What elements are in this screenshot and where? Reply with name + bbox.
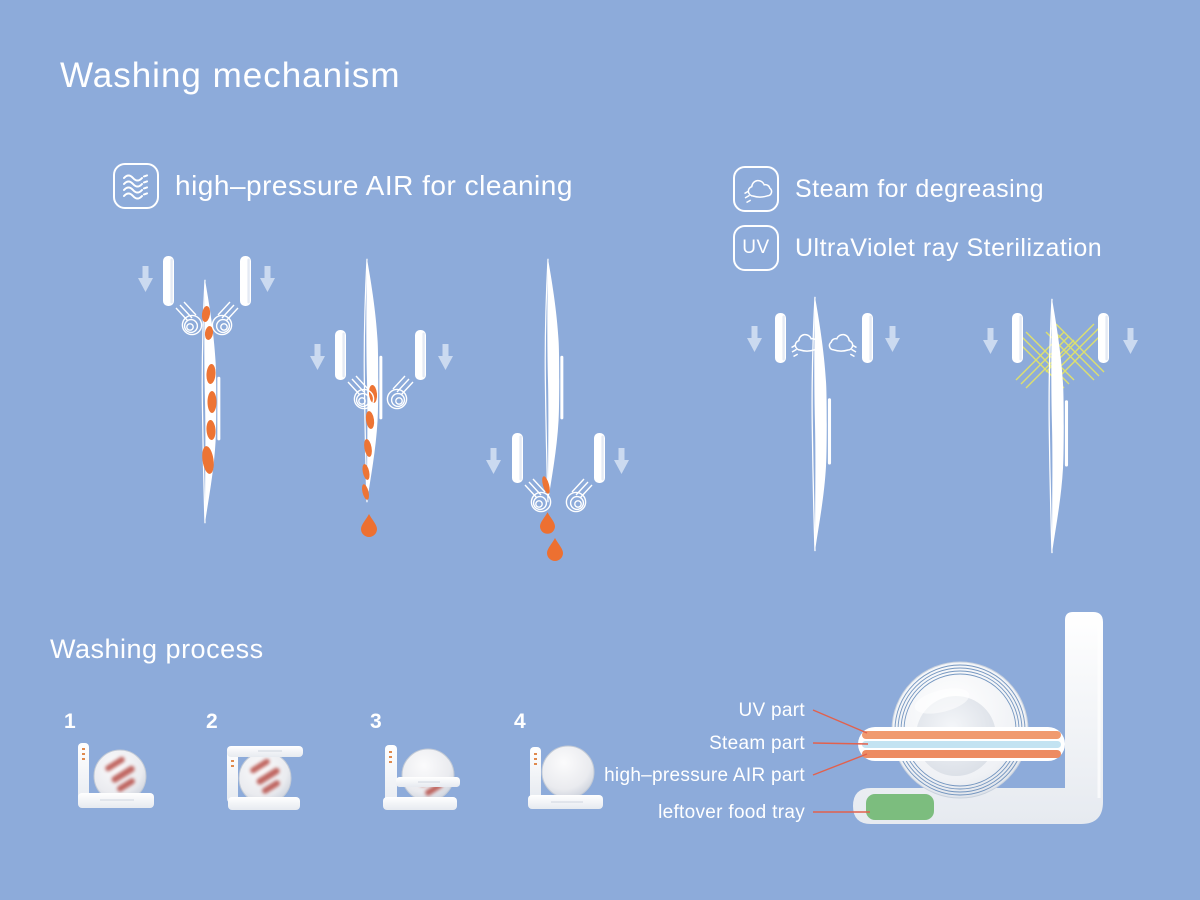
down-arrow-icon: [260, 266, 275, 292]
process-step-4-device: [528, 745, 603, 809]
process-step-2-device: [227, 746, 303, 810]
down-arrow-icon: [983, 328, 998, 354]
down-arrow-icon: [885, 326, 900, 352]
label-uv-part: UV part: [738, 700, 805, 721]
step-number-3: 3: [370, 710, 382, 733]
process-step-1-device: [78, 743, 154, 808]
air-jet-right: [211, 301, 239, 336]
air-diagram-stage-3: [486, 258, 629, 561]
residue-droplet: [540, 512, 555, 534]
steam-nozzle-right: [862, 313, 873, 363]
plate-side: [544, 258, 565, 503]
legend-air: high–pressure AIR for cleaning: [113, 163, 573, 209]
page-title: Washing mechanism: [60, 56, 401, 95]
step-number-2: 2: [206, 710, 218, 733]
down-arrow-icon: [1123, 328, 1138, 354]
leftover-food-tray: [866, 794, 934, 820]
step-number-4: 4: [514, 710, 526, 733]
air-diagram-stage-2: [310, 258, 453, 537]
device-detail-diagram: [812, 612, 1103, 824]
legend-uv-label: UltraViolet ray Sterilization: [795, 233, 1103, 262]
down-arrow-icon: [438, 344, 453, 370]
residue-droplet: [361, 514, 377, 537]
food-residue: [542, 476, 550, 494]
steam-nozzle-left: [775, 313, 786, 363]
function-bar: [858, 727, 1065, 761]
uv-diagram: [983, 298, 1138, 554]
steam-diagram: [747, 296, 900, 552]
steam-puff-right: [828, 333, 858, 358]
down-arrow-icon: [614, 448, 629, 474]
down-arrow-icon: [310, 344, 325, 370]
label-food-tray: leftover food tray: [658, 802, 805, 823]
air-diagram-stage-1: [138, 256, 275, 524]
residue-droplet: [547, 538, 563, 561]
air-nozzle-right: [240, 256, 251, 306]
step-number-1: 1: [64, 710, 76, 733]
air-nozzle-right: [415, 330, 426, 380]
plate-side: [363, 258, 384, 503]
uv-part-strip: [862, 731, 1061, 739]
uv-nozzle-left: [1012, 313, 1023, 363]
leader-lines: [812, 709, 870, 813]
section-title-washing-process: Washing process: [50, 634, 264, 664]
air-nozzle-left: [512, 433, 523, 483]
steam-cloud-icon: [733, 166, 779, 212]
down-arrow-icon: [486, 448, 501, 474]
air-jet-right: [386, 375, 414, 410]
process-step-3-device: [383, 745, 460, 810]
uv-icon: UV: [733, 225, 779, 271]
air-jet-left: [175, 301, 203, 336]
air-nozzle-right: [594, 433, 605, 483]
legend-air-label: high–pressure AIR for cleaning: [175, 170, 573, 201]
legend-steam-label: Steam for degreasing: [795, 174, 1045, 203]
uv-rays-left: [1015, 331, 1075, 389]
air-nozzle-left: [335, 330, 346, 380]
label-air-part: high–pressure AIR part: [604, 765, 805, 786]
food-residue: [201, 306, 217, 474]
down-arrow-icon: [138, 266, 153, 292]
down-arrow-icon: [747, 326, 762, 352]
air-jet-right: [565, 478, 593, 513]
air-waves-icon: [113, 163, 159, 209]
uv-icon-text: UV: [742, 237, 770, 258]
plate-side: [811, 296, 832, 552]
uv-nozzle-right: [1098, 313, 1109, 363]
legend-uv: UV UltraViolet ray Sterilization: [733, 225, 1102, 271]
label-steam-part: Steam part: [709, 733, 805, 754]
legend-steam: Steam for degreasing: [733, 166, 1044, 212]
air-part-strip: [862, 750, 1061, 758]
steam-part-strip: [862, 741, 1061, 748]
air-nozzle-left: [163, 256, 174, 306]
